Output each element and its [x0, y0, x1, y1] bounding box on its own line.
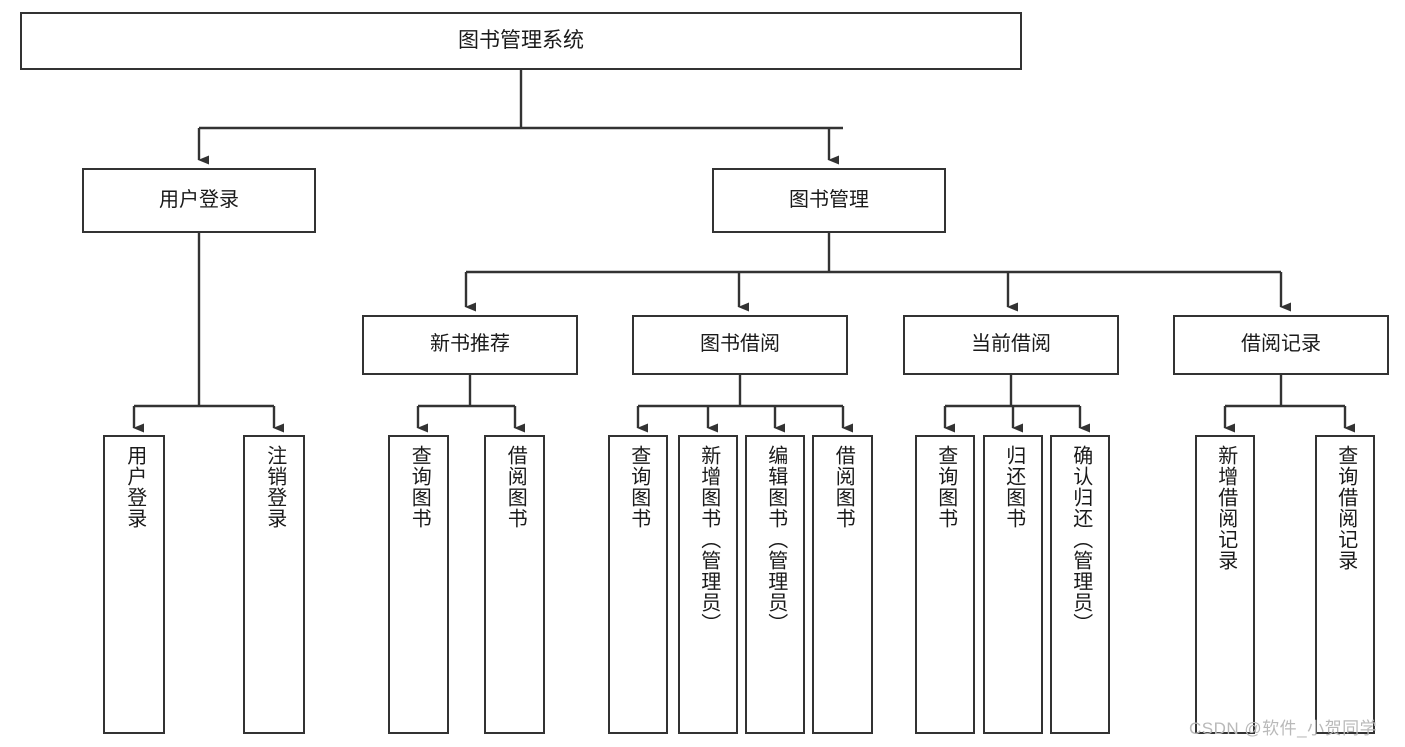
node-label: 用户登录: [159, 188, 239, 211]
connector-borrow-to-leaves: [636, 375, 853, 433]
node-label: 查询图书: [627, 445, 650, 529]
node-label: 新书推荐: [430, 333, 510, 356]
leaf-edit-book-admin[interactable]: 编辑图书（管理员）: [745, 435, 805, 734]
connector-current-to-leaves: [943, 375, 1090, 433]
node-label: 当前借阅: [971, 333, 1051, 356]
node-label: 注销登录: [263, 445, 286, 529]
node-label: 查询图书: [934, 445, 957, 529]
node-label: 借阅图书: [504, 445, 527, 529]
node-new-book-recommend[interactable]: 新书推荐: [362, 315, 578, 375]
node-label: 查询图书: [408, 445, 431, 529]
node-label: 用户登录: [123, 445, 146, 529]
node-label: 归还图书: [1002, 445, 1025, 529]
leaf-logout[interactable]: 注销登录: [243, 435, 305, 734]
node-user-login[interactable]: 用户登录: [82, 168, 316, 233]
connector-records-to-leaves: [1223, 375, 1355, 433]
node-label: 新增图书（管理员）: [697, 445, 720, 634]
leaf-user-login[interactable]: 用户登录: [103, 435, 165, 734]
leaf-add-borrow-record[interactable]: 新增借阅记录: [1195, 435, 1255, 734]
node-current-borrow[interactable]: 当前借阅: [903, 315, 1119, 375]
leaf-query-book-borrow[interactable]: 查询图书: [608, 435, 668, 734]
leaf-query-book-current[interactable]: 查询图书: [915, 435, 975, 734]
leaf-add-book-admin[interactable]: 新增图书（管理员）: [678, 435, 738, 734]
connector-root-to-level1: [197, 70, 843, 165]
connector-newbook-to-leaves: [416, 375, 525, 433]
node-label: 借阅记录: [1241, 333, 1321, 356]
node-book-management[interactable]: 图书管理: [712, 168, 946, 233]
node-label: 图书管理系统: [458, 28, 584, 52]
node-label: 图书管理: [789, 188, 869, 211]
leaf-confirm-return-admin[interactable]: 确认归还（管理员）: [1050, 435, 1110, 734]
node-book-borrow[interactable]: 图书借阅: [632, 315, 848, 375]
node-label: 编辑图书（管理员）: [764, 445, 787, 634]
node-label: 查询借阅记录: [1334, 445, 1357, 571]
node-label: 确认归还（管理员）: [1069, 445, 1092, 634]
node-borrow-records[interactable]: 借阅记录: [1173, 315, 1389, 375]
leaf-query-borrow-record[interactable]: 查询借阅记录: [1315, 435, 1375, 734]
csdn-watermark: CSDN @软件_小贺同学: [1189, 719, 1378, 738]
leaf-return-book[interactable]: 归还图书: [983, 435, 1043, 734]
connector-userlogin-to-leaves: [132, 233, 284, 433]
leaf-borrow-book[interactable]: 借阅图书: [812, 435, 873, 734]
node-root-system[interactable]: 图书管理系统: [20, 12, 1022, 70]
connector-bookmgmt-to-level2: [464, 233, 1291, 312]
leaf-query-book-recommend[interactable]: 查询图书: [388, 435, 449, 734]
leaf-borrow-book-recommend[interactable]: 借阅图书: [484, 435, 545, 734]
node-label: 借阅图书: [832, 445, 855, 529]
node-label: 图书借阅: [700, 333, 780, 356]
node-label: 新增借阅记录: [1214, 445, 1237, 571]
